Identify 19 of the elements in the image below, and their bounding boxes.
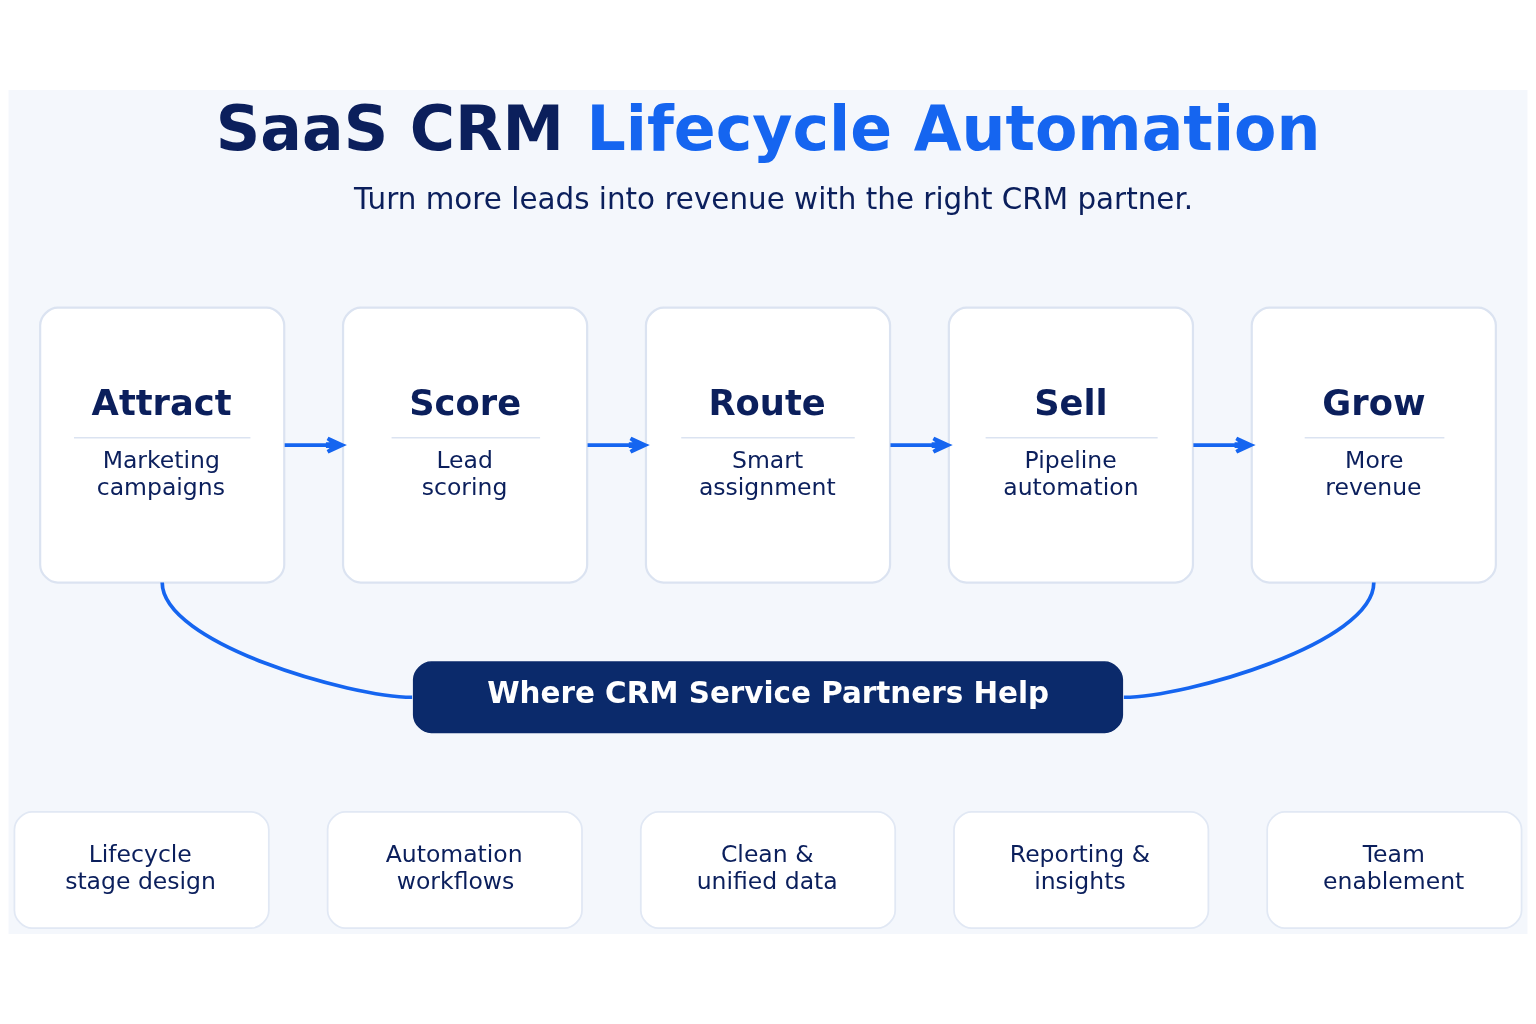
arrow xyxy=(284,436,345,454)
node-box: Route Smart assignment xyxy=(644,306,892,584)
connector xyxy=(1123,582,1376,700)
arrow xyxy=(587,436,648,454)
arrow xyxy=(1193,436,1253,454)
connector xyxy=(160,582,413,700)
label: Turn more leads into revenue with the right CRM partner. xyxy=(354,182,1194,217)
node-box: Score Lead scoring xyxy=(341,306,589,584)
node-box: Reporting & insights xyxy=(953,811,1210,929)
node-box: Where CRM Service Partners Help xyxy=(412,661,1124,734)
node-box: Clean & unified data xyxy=(639,811,897,929)
node-box: Sell Pipeline automation xyxy=(947,306,1195,584)
arrow xyxy=(890,436,951,454)
node-box: Automation workflows xyxy=(326,811,583,929)
node-box: Attract Marketing campaigns xyxy=(39,306,286,584)
node-box: Grow More revenue xyxy=(1250,306,1497,584)
node-box: Lifecycle stage design xyxy=(13,811,270,929)
diagram-title: SaaS CRM Lifecycle Automation xyxy=(215,92,1321,165)
node-box: Team enablement xyxy=(1266,811,1523,929)
